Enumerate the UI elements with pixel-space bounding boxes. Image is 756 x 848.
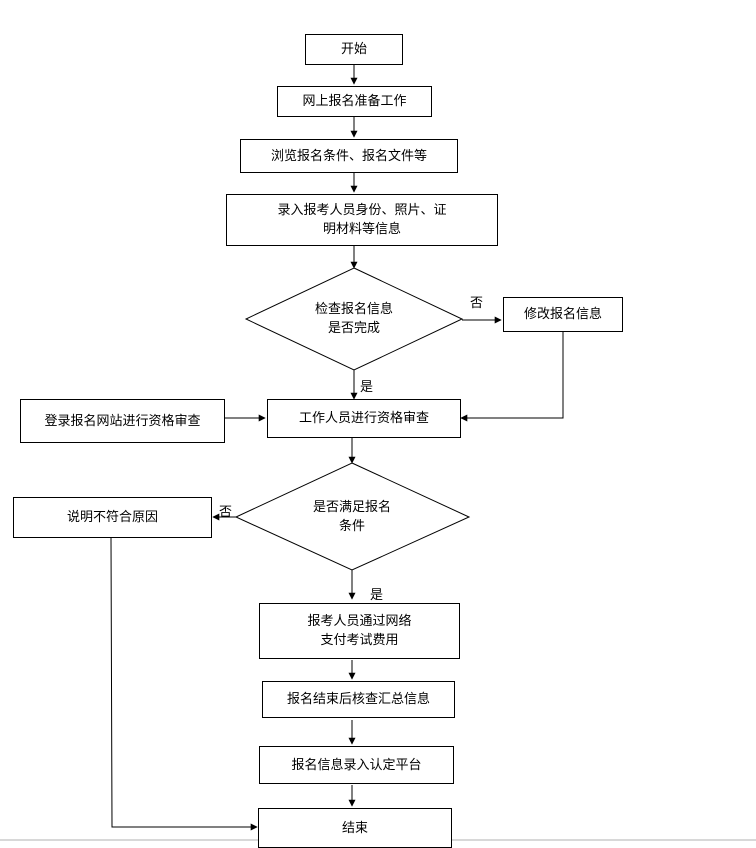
pay-label-line2: 支付考试费用 — [320, 633, 399, 648]
explain-label: 说明不符合原因 — [66, 510, 158, 525]
verify-label: 报名结束后核查汇总信息 — [286, 692, 430, 707]
input-label-line1: 录入报考人员身份、照片、证 — [277, 203, 447, 218]
check-qualify-text: 是否满足报名 条件 — [272, 498, 432, 536]
arrow-modify-to-staff — [460, 332, 564, 422]
prepare-label: 网上报名准备工作 — [302, 94, 407, 109]
staff-review-label: 工作人员进行资格审查 — [298, 411, 429, 426]
login-review-box: 登录报名网站进行资格审查 — [20, 399, 225, 443]
staff-review-box: 工作人员进行资格审查 — [267, 399, 461, 438]
decision-check-complete-shape — [244, 267, 464, 371]
check-complete-line1: 检查报名信息 — [314, 302, 393, 317]
explain-box: 说明不符合原因 — [13, 497, 212, 538]
prepare-box: 网上报名准备工作 — [277, 86, 432, 117]
pay-box: 报考人员通过网络 支付考试费用 — [259, 603, 460, 659]
end-box: 结束 — [258, 808, 452, 848]
start-label: 开始 — [340, 42, 367, 57]
arrow-explain-to-end — [110, 537, 258, 831]
modify-box: 修改报名信息 — [503, 297, 623, 332]
decision-qualify-shape — [234, 462, 471, 571]
modify-label: 修改报名信息 — [523, 307, 602, 322]
platform-label: 报名信息录入认定平台 — [291, 757, 422, 773]
no-label-2: 否 — [219, 505, 233, 520]
check-qualify-line1: 是否满足报名 — [312, 500, 391, 515]
yes-label-2: 是 — [370, 588, 384, 603]
check-complete-text: 检查报名信息 是否完成 — [274, 300, 434, 338]
no-label-1: 否 — [470, 296, 484, 311]
start-box: 开始 — [305, 34, 403, 65]
check-complete-line2: 是否完成 — [327, 321, 380, 336]
input-box: 录入报考人员身份、照片、证 明材料等信息 — [226, 194, 498, 246]
browse-box: 浏览报名条件、报名文件等 — [240, 139, 458, 173]
verify-box: 报名结束后核查汇总信息 — [262, 681, 455, 718]
platform-box: 报名信息录入认定平台 — [259, 746, 454, 784]
login-review-label: 登录报名网站进行资格审查 — [44, 413, 201, 429]
end-label: 结束 — [341, 821, 368, 836]
pay-label-line1: 报考人员通过网络 — [307, 614, 412, 629]
check-qualify-line2: 条件 — [338, 519, 365, 534]
input-label-line2: 明材料等信息 — [322, 222, 401, 237]
yes-label-1: 是 — [360, 380, 374, 395]
browse-label: 浏览报名条件、报名文件等 — [270, 148, 427, 164]
